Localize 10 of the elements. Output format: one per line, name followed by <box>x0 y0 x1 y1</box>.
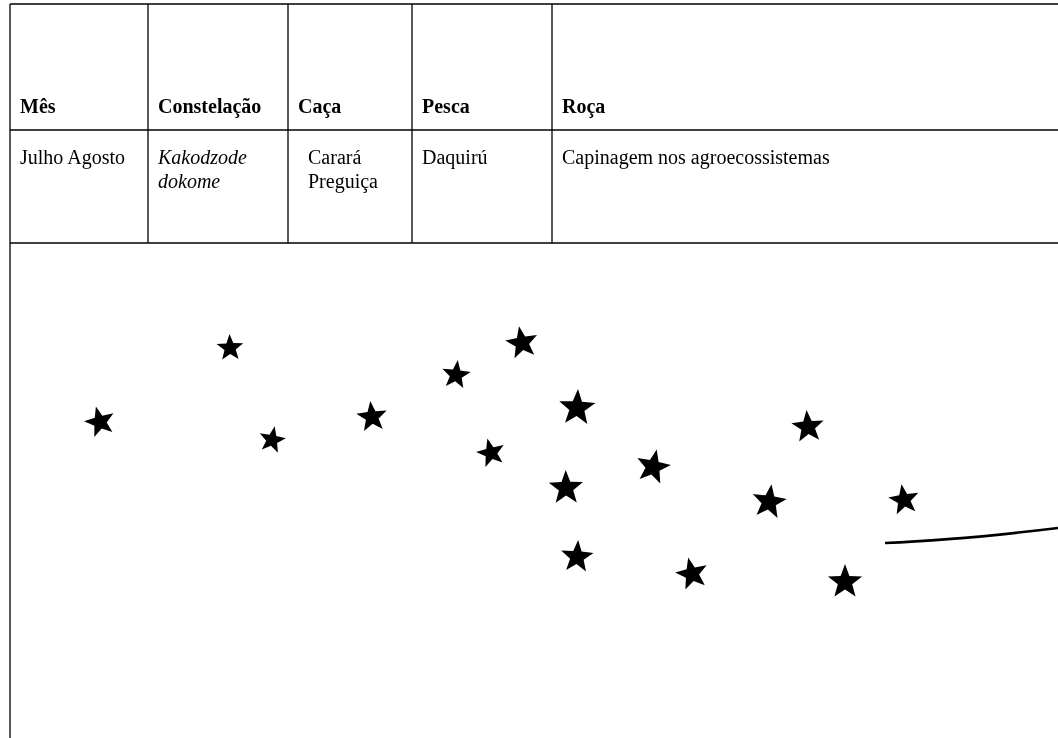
cell-text: Carará Preguiça <box>308 145 379 193</box>
cell-text: Capinagem nos agroecossistemas <box>562 145 831 169</box>
column-header: Pesca <box>422 94 471 118</box>
column-header: Caça <box>298 94 343 118</box>
column-header: Roça <box>562 94 607 118</box>
column-header: Constelação <box>158 94 263 118</box>
column-header: Mês <box>20 94 57 118</box>
cell-text: Julho Agosto <box>20 145 127 169</box>
cell-text: Daquirú <box>422 145 489 169</box>
cell-text: Kakodzode dokome <box>158 145 248 193</box>
